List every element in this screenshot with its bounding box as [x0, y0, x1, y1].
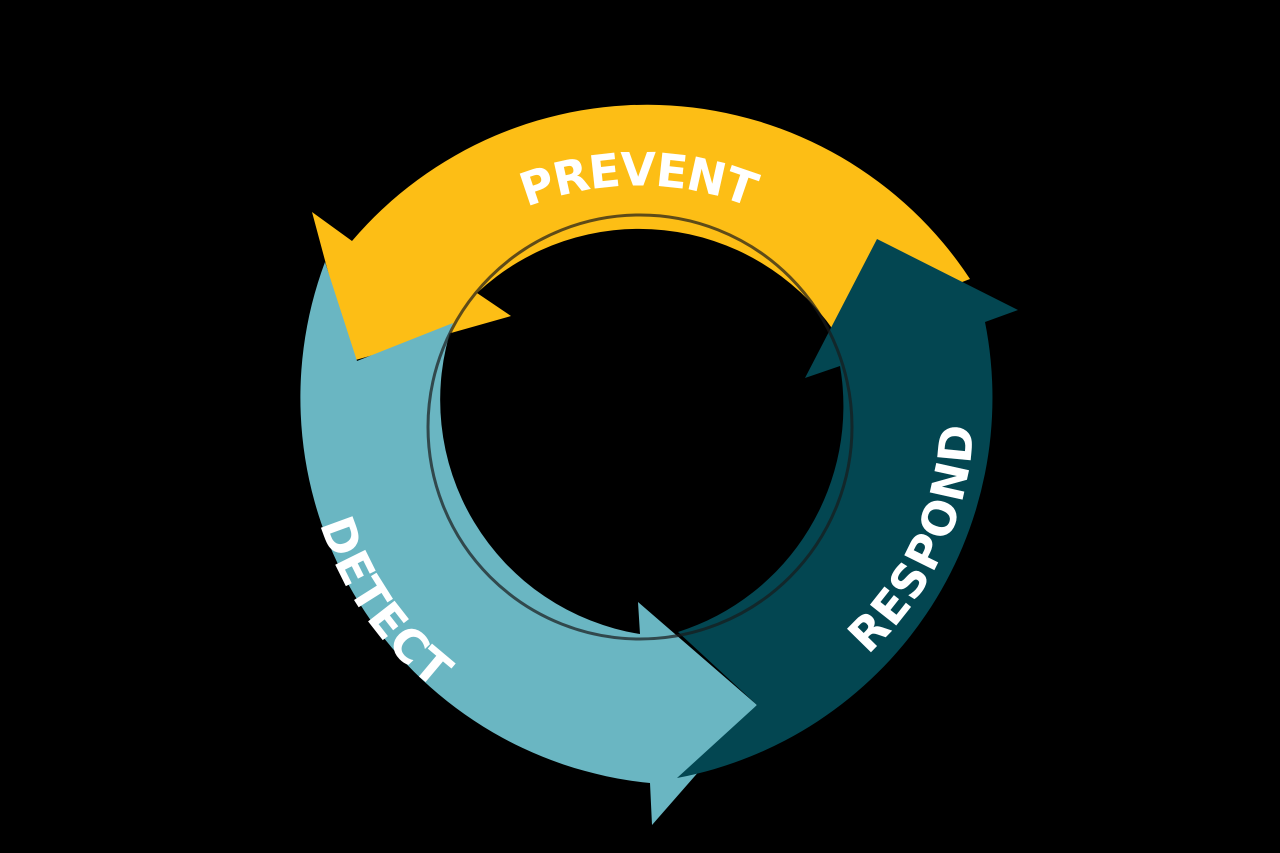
inner-rim	[426, 213, 854, 641]
respond-arrow	[677, 239, 1018, 778]
prevent-arrow	[312, 104, 970, 361]
detect-arrow	[300, 262, 757, 825]
